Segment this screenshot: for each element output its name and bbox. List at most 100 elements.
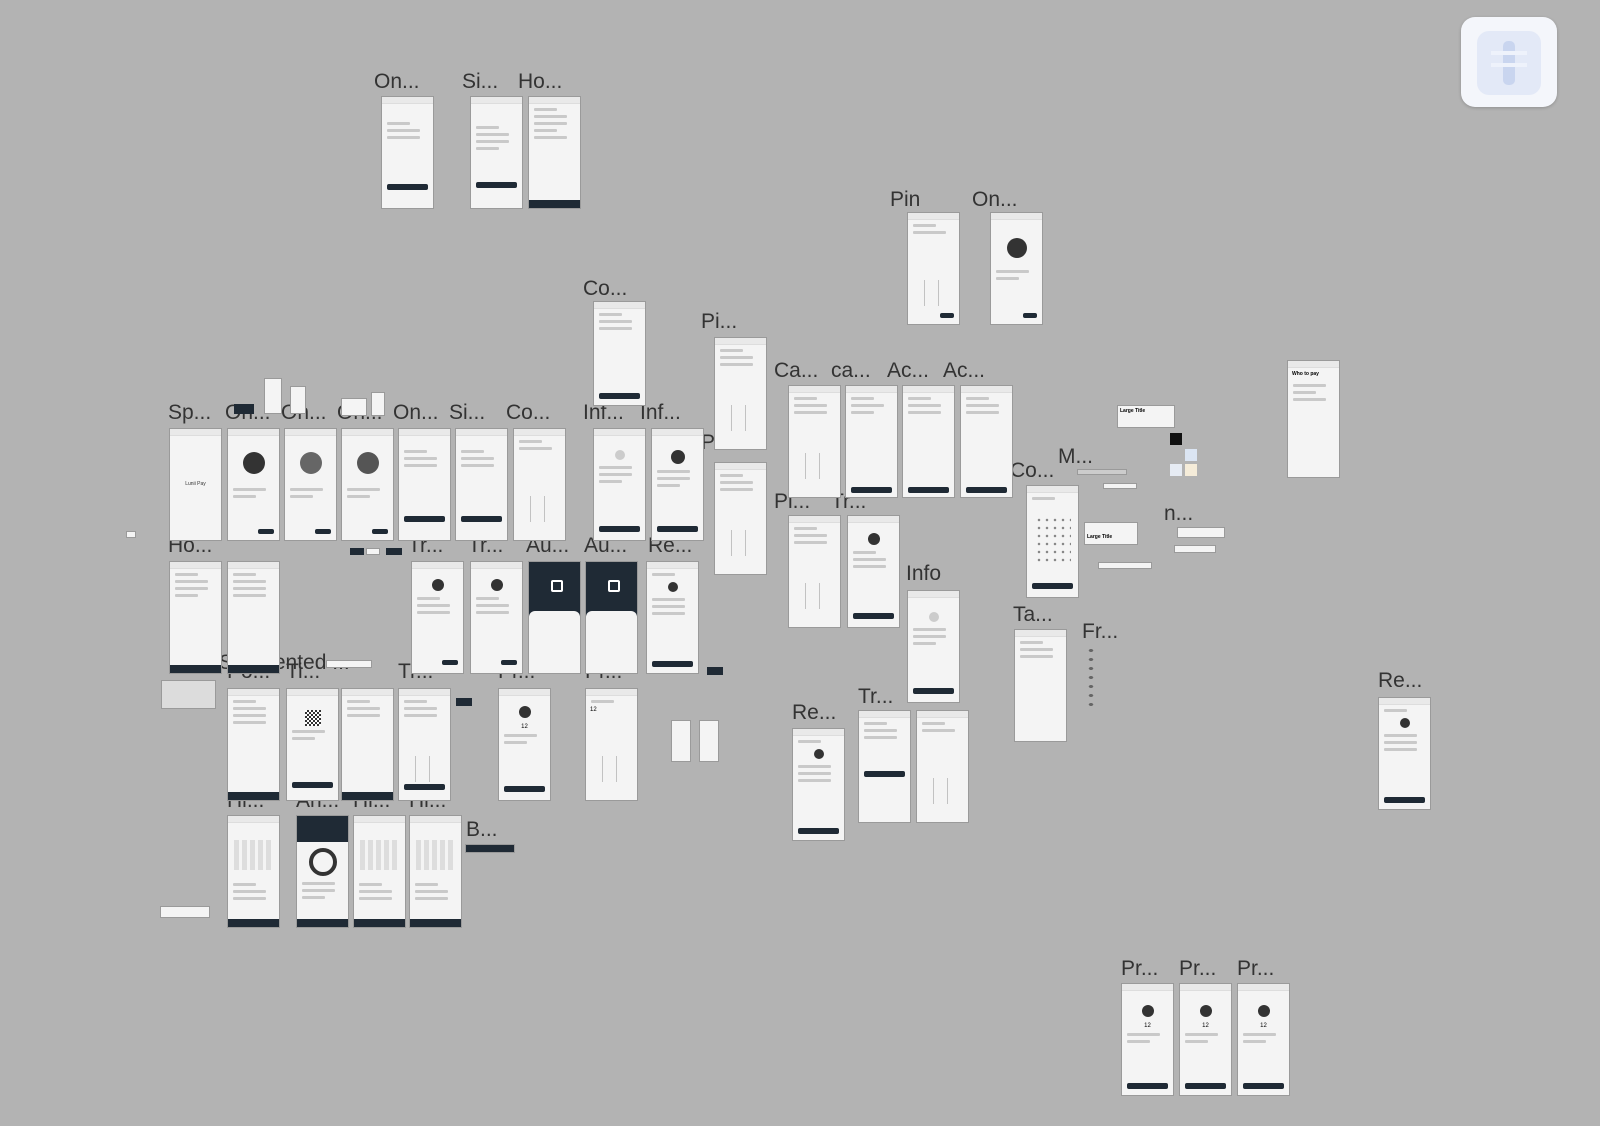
preview-frame[interactable]: 12 [498, 688, 551, 801]
component-chip[interactable] [160, 906, 210, 918]
color-swatch [1170, 433, 1182, 445]
color-swatch [1185, 464, 1197, 476]
history-2-frame[interactable] [353, 815, 406, 928]
preview-bottom-3-frame[interactable]: 12 [1237, 983, 1290, 1096]
bottom-sheet-chip[interactable] [465, 844, 515, 853]
signup-frame[interactable] [470, 96, 523, 209]
home-2-frame[interactable] [169, 561, 222, 674]
large-title-chip[interactable]: Large Title [1084, 522, 1138, 545]
account-2-frame[interactable] [960, 385, 1013, 498]
nav-segment-chip[interactable] [1174, 545, 1216, 553]
receipt-2-frame[interactable] [1378, 697, 1431, 810]
component-chip[interactable] [290, 386, 306, 414]
card-detail-frame[interactable] [845, 385, 898, 498]
onboarding-signup-2-frame[interactable] [398, 428, 451, 541]
app-icon-stripe [1491, 51, 1527, 55]
component-chip[interactable] [456, 698, 472, 706]
component-chip[interactable] [671, 720, 691, 762]
auth-frame[interactable] [528, 561, 581, 674]
nav-segment-chip[interactable] [1177, 527, 1225, 538]
signup-2-frame[interactable] [455, 428, 508, 541]
transfer-4-frame[interactable] [916, 710, 969, 823]
info-2-frame[interactable] [907, 590, 960, 703]
account-frame[interactable] [902, 385, 955, 498]
frame-label: Si... [449, 401, 486, 424]
info-avatar-frame[interactable] [651, 428, 704, 541]
component-chip[interactable] [234, 404, 254, 414]
pin-entry-frame[interactable] [714, 462, 767, 575]
preview-keypad-frame[interactable]: 12 [585, 688, 638, 801]
component-chip[interactable] [341, 398, 367, 416]
app-icon[interactable] [1461, 17, 1557, 107]
pin-confirm-frame[interactable] [714, 337, 767, 450]
onboarding-2-frame[interactable] [284, 428, 337, 541]
receipt-3-frame[interactable] [792, 728, 845, 841]
home-frame[interactable] [528, 96, 581, 209]
create-pin-frame[interactable] [593, 301, 646, 406]
component-chip[interactable] [707, 667, 723, 675]
transfer-keypad-frame[interactable] [398, 688, 451, 801]
frame-label: Co... [506, 401, 551, 424]
frame-label: On... [393, 401, 439, 424]
component-chip[interactable] [161, 680, 216, 709]
color-swatch [1170, 464, 1182, 476]
component-chip[interactable] [326, 660, 372, 668]
large-title-chip[interactable]: Large Title [1117, 405, 1175, 428]
transfer-amount-frame[interactable] [411, 561, 464, 674]
onboarding-1-frame[interactable] [227, 428, 280, 541]
transfer-list-frame[interactable] [227, 561, 280, 674]
code-verify-frame[interactable] [513, 428, 566, 541]
frame-label: Fr... [1082, 620, 1119, 643]
frame-label: Pi... [701, 310, 738, 333]
frame-label: On... [374, 70, 420, 93]
who-to-pay-frame[interactable]: Who to pay [1287, 360, 1340, 478]
card-frame[interactable] [788, 385, 841, 498]
preview-bottom-1-frame[interactable]: 12 [1121, 983, 1174, 1096]
frame-label: M... [1058, 445, 1093, 468]
segmented-frame[interactable] [341, 688, 394, 801]
color-swatch [1185, 449, 1197, 461]
confirm-frame[interactable] [1026, 485, 1079, 598]
transfer-3-frame[interactable] [858, 710, 911, 823]
history-3-frame[interactable] [409, 815, 462, 928]
component-chip[interactable] [386, 548, 402, 555]
component-chip[interactable] [366, 548, 380, 555]
pin-frame[interactable] [907, 212, 960, 325]
pocket-frame[interactable] [227, 688, 280, 801]
large-title-text: Large Title [1087, 534, 1113, 540]
transfer-frame[interactable] [847, 515, 900, 628]
who-to-pay-title: Who to pay [1292, 371, 1319, 377]
component-chip[interactable] [126, 531, 136, 538]
amount-text: 12 [1144, 1023, 1151, 1029]
info-frame[interactable] [593, 428, 646, 541]
component-chip[interactable] [264, 378, 282, 414]
menu-chip[interactable] [1098, 562, 1152, 569]
transfer-amount-2-frame[interactable] [470, 561, 523, 674]
history-frame[interactable] [227, 815, 280, 928]
component-chip[interactable] [350, 548, 364, 555]
pin-setup-frame[interactable] [788, 515, 841, 628]
frame-label: n... [1164, 502, 1194, 525]
frame-label: Inf... [640, 401, 681, 424]
auth-2-frame[interactable] [585, 561, 638, 674]
onboarding-signup-frame[interactable] [381, 96, 434, 209]
receipt-frame[interactable] [646, 561, 699, 674]
frame-label: ca... [831, 359, 871, 382]
app-icon-stripe [1491, 63, 1527, 67]
component-chip[interactable] [371, 392, 385, 416]
tab-transfer-frame[interactable] [1014, 629, 1067, 742]
analytics-frame[interactable] [296, 815, 349, 928]
preview-bottom-2-frame[interactable]: 12 [1179, 983, 1232, 1096]
app-icon-inner [1477, 31, 1541, 95]
component-chip[interactable] [699, 720, 719, 762]
ticket-frame[interactable] [286, 688, 339, 801]
onboarding-safe-payment-frame[interactable] [990, 212, 1043, 325]
frame-label: Re... [1378, 669, 1423, 692]
menu-chip[interactable] [1103, 483, 1137, 489]
frame-label: Pr... [1121, 957, 1159, 980]
frame-label: Ti... [286, 660, 321, 683]
onboarding-3-frame[interactable] [341, 428, 394, 541]
splash-frame[interactable]: Lunii Pay [169, 428, 222, 541]
frame-label: B... [466, 818, 498, 841]
menu-chip[interactable] [1077, 469, 1127, 475]
